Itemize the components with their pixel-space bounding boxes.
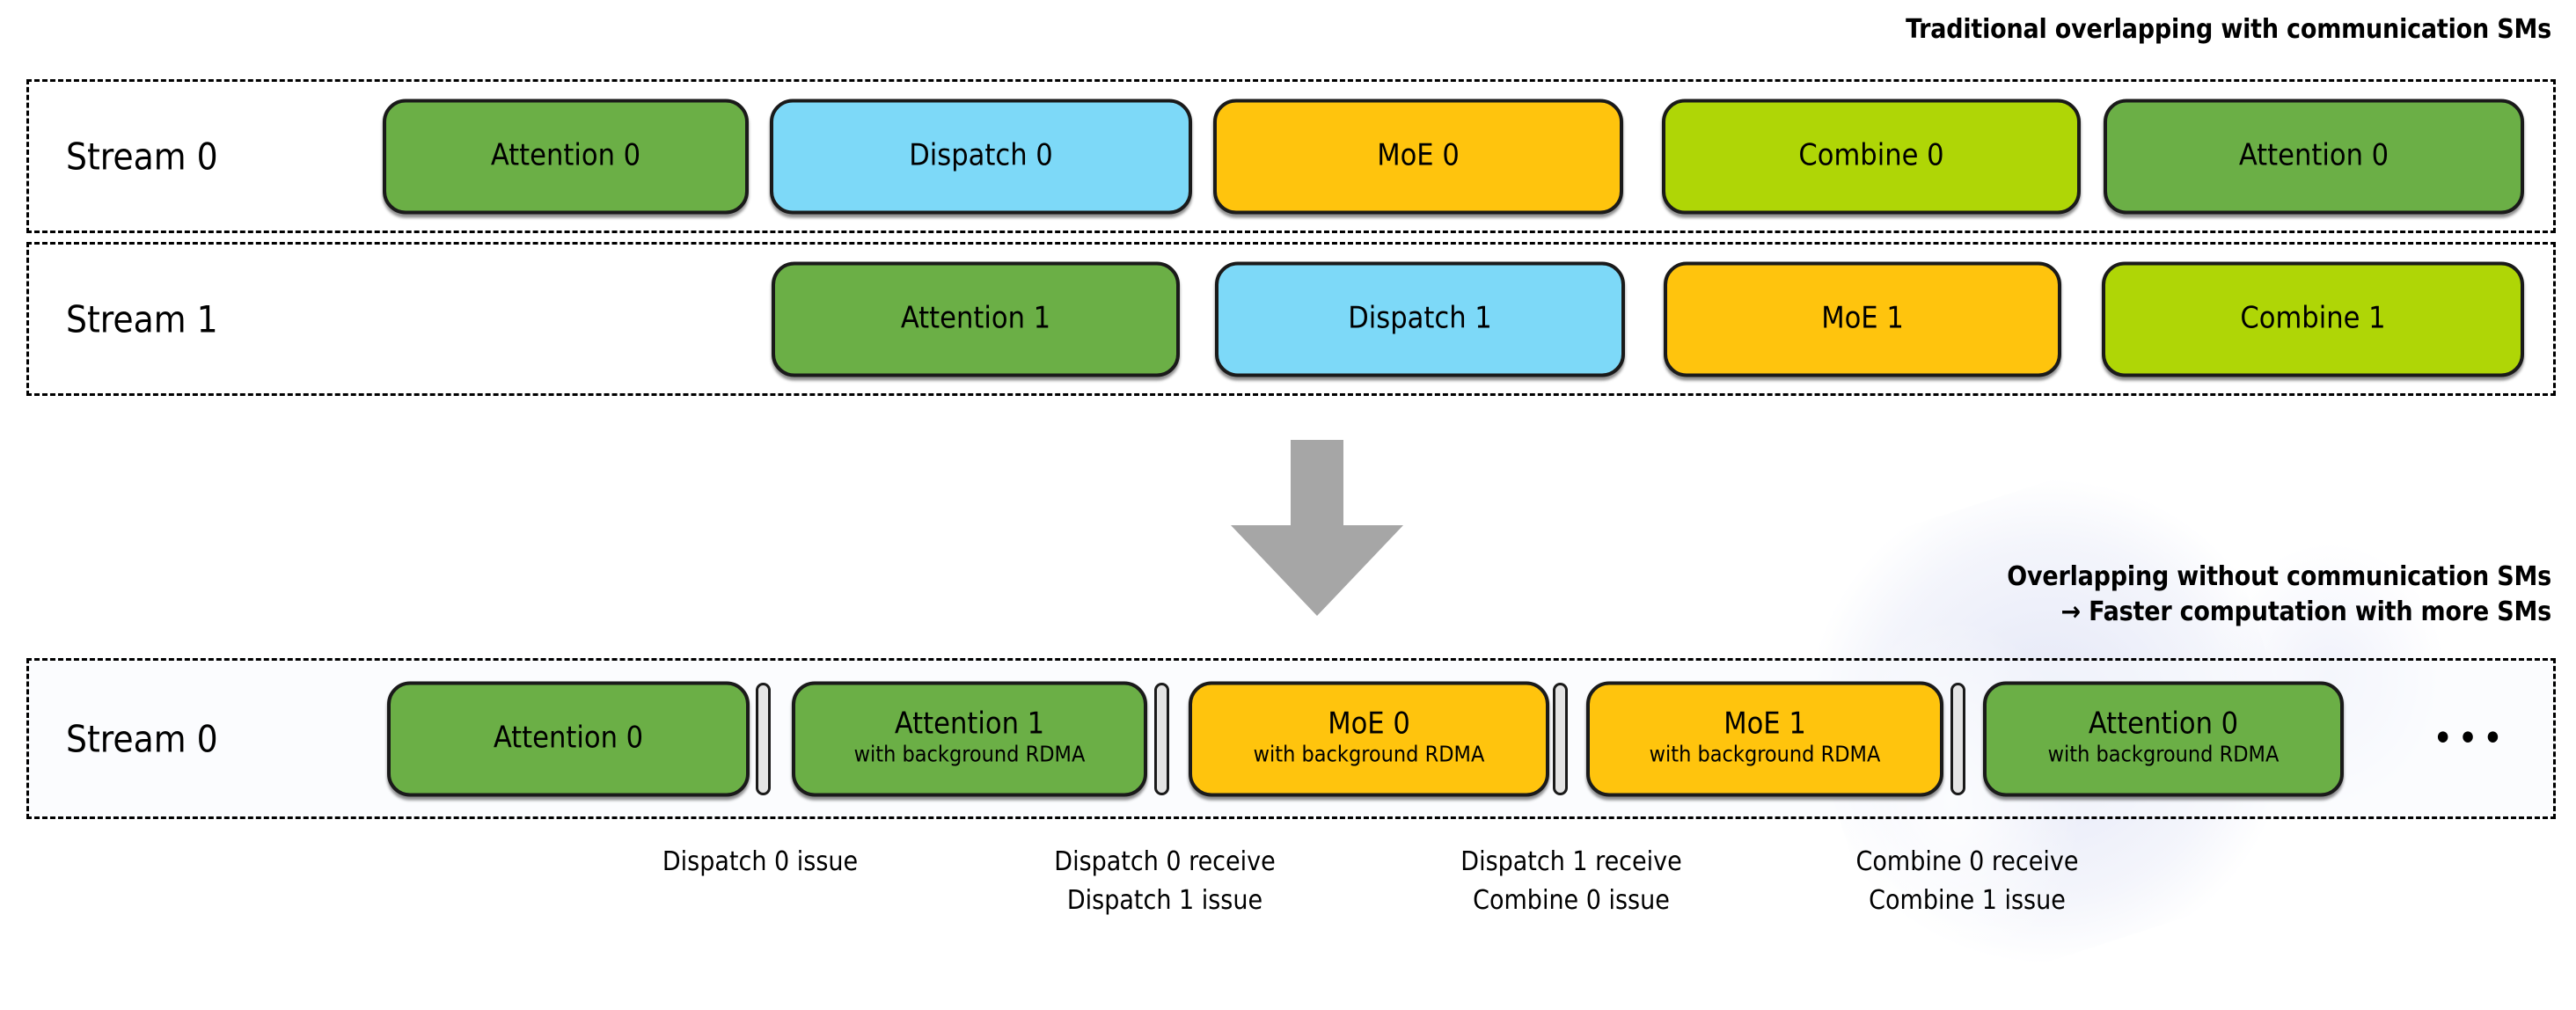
- ellipsis-indicator: •••: [2433, 715, 2508, 761]
- boundary-separator-3: [1553, 682, 1568, 795]
- opt-stream0-box-attention-0[interactable]: Attention 0: [387, 681, 750, 796]
- boundary-separator-4: [1950, 682, 1965, 795]
- event-annotation-3: Dispatch 1 receive Combine 0 issue: [1460, 846, 1682, 916]
- stream1-box-moe-1[interactable]: MoE 1: [1664, 261, 2061, 377]
- box-title: Attention 0: [2238, 137, 2389, 173]
- box-subtitle: with background RDMA: [1253, 741, 1485, 767]
- stream0-box-moe-0[interactable]: MoE 0: [1213, 99, 1623, 214]
- lane-label-stream-1: Stream 1: [66, 297, 218, 340]
- box-title: MoE 0: [1328, 706, 1410, 742]
- event-annotation-2: Dispatch 0 receive Dispatch 1 issue: [1054, 846, 1276, 916]
- box-title: Attention 1: [894, 706, 1045, 742]
- box-title: MoE 0: [1377, 137, 1460, 173]
- boundary-separator-1: [756, 682, 771, 795]
- optimized-section-heading: Overlapping without communication SMs → …: [2007, 561, 2551, 627]
- box-title: Dispatch 0: [909, 137, 1053, 173]
- box-subtitle: with background RDMA: [1649, 741, 1881, 767]
- box-title: MoE 1: [1821, 300, 1904, 336]
- box-title: Attention 0: [490, 137, 641, 173]
- box-subtitle: with background RDMA: [853, 741, 1086, 767]
- box-title: Combine 1: [2240, 300, 2386, 336]
- stream1-box-dispatch-1[interactable]: Dispatch 1: [1215, 261, 1625, 377]
- box-title: Attention 1: [900, 300, 1051, 336]
- boundary-separator-2: [1154, 682, 1169, 795]
- downward-arrow-icon: [1231, 440, 1403, 616]
- box-title: Attention 0: [2088, 706, 2239, 742]
- stream1-box-combine-1[interactable]: Combine 1: [2102, 261, 2524, 377]
- lane-label-stream-0: Stream 0: [66, 135, 218, 178]
- stream1-box-attention-1[interactable]: Attention 1: [772, 261, 1180, 377]
- lane-label-stream-0-optimized: Stream 0: [66, 717, 218, 760]
- stream0-box-attention-0[interactable]: Attention 0: [383, 99, 749, 214]
- box-subtitle: with background RDMA: [2047, 741, 2280, 767]
- stream0-box-dispatch-0[interactable]: Dispatch 0: [770, 99, 1192, 214]
- box-title: MoE 1: [1723, 706, 1806, 742]
- stream0-box-combine-0[interactable]: Combine 0: [1662, 99, 2081, 214]
- stream-lane-traditional-1: Stream 1 Attention 1 Dispatch 1 MoE 1 Combi…: [26, 242, 2556, 396]
- diagram-stage: Traditional overlapping with communicati…: [26, 14, 2556, 916]
- stream-lane-traditional-0: Stream 0 Attention 0 Dispatch 0 MoE 0 Combi…: [26, 79, 2556, 233]
- box-title: Dispatch 1: [1348, 300, 1492, 336]
- box-title: Combine 0: [1798, 137, 1944, 173]
- event-annotation-1: Dispatch 0 issue: [662, 846, 859, 877]
- box-title: Attention 0: [493, 720, 644, 756]
- stream0-box-attention-0[interactable]: Attention 0: [2104, 99, 2524, 214]
- event-annotation-4: Combine 0 receive Combine 1 issue: [1855, 846, 2079, 916]
- traditional-section-heading: Traditional overlapping with communicati…: [1906, 14, 2551, 45]
